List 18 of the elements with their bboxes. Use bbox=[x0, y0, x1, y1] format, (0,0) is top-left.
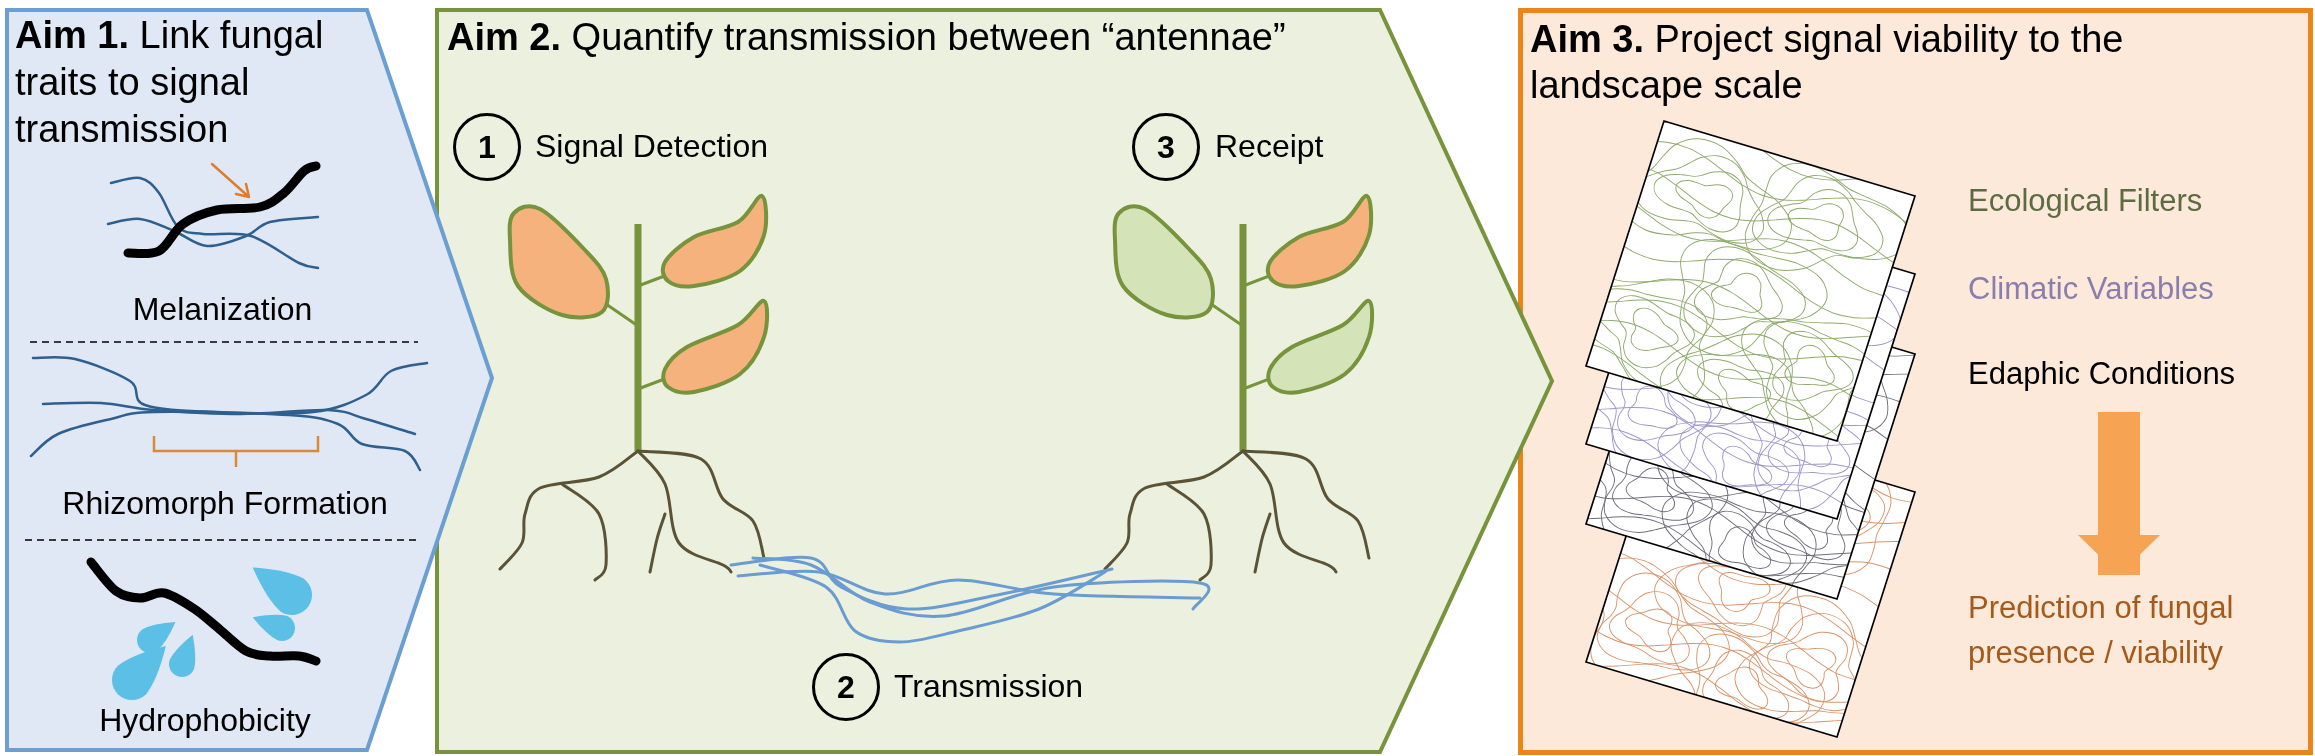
layer-label: Climatic Variables bbox=[1968, 270, 2308, 307]
step-number: 1 bbox=[453, 113, 521, 181]
trait-label: Hydrophobicity bbox=[98, 701, 312, 739]
panel-heading: Aim 1. Link fungal traits to signal transmission bbox=[15, 13, 325, 152]
layer-label: Edaphic Conditions bbox=[1968, 355, 2308, 392]
aim-panel bbox=[1518, 8, 2313, 755]
step-label: Transmission bbox=[894, 667, 1085, 705]
trait-label: Melanization bbox=[131, 290, 314, 328]
arrow bbox=[2078, 412, 2160, 575]
step-label: Receipt bbox=[1215, 127, 1325, 165]
step-number: 2 bbox=[812, 653, 880, 721]
layer-label: Ecological Filters bbox=[1968, 182, 2308, 219]
panel-heading: Aim 3. Project signal viability to the landscape scale bbox=[1530, 17, 2125, 108]
step-number: 3 bbox=[1132, 113, 1200, 181]
outcome-label: Prediction of fungal presence / viability bbox=[1968, 585, 2303, 675]
trait-label: Rhizomorph Formation bbox=[61, 484, 389, 522]
panel-heading: Aim 2. Quantify transmission between “antennae” bbox=[447, 15, 1287, 60]
step-label: Signal Detection bbox=[535, 127, 770, 165]
